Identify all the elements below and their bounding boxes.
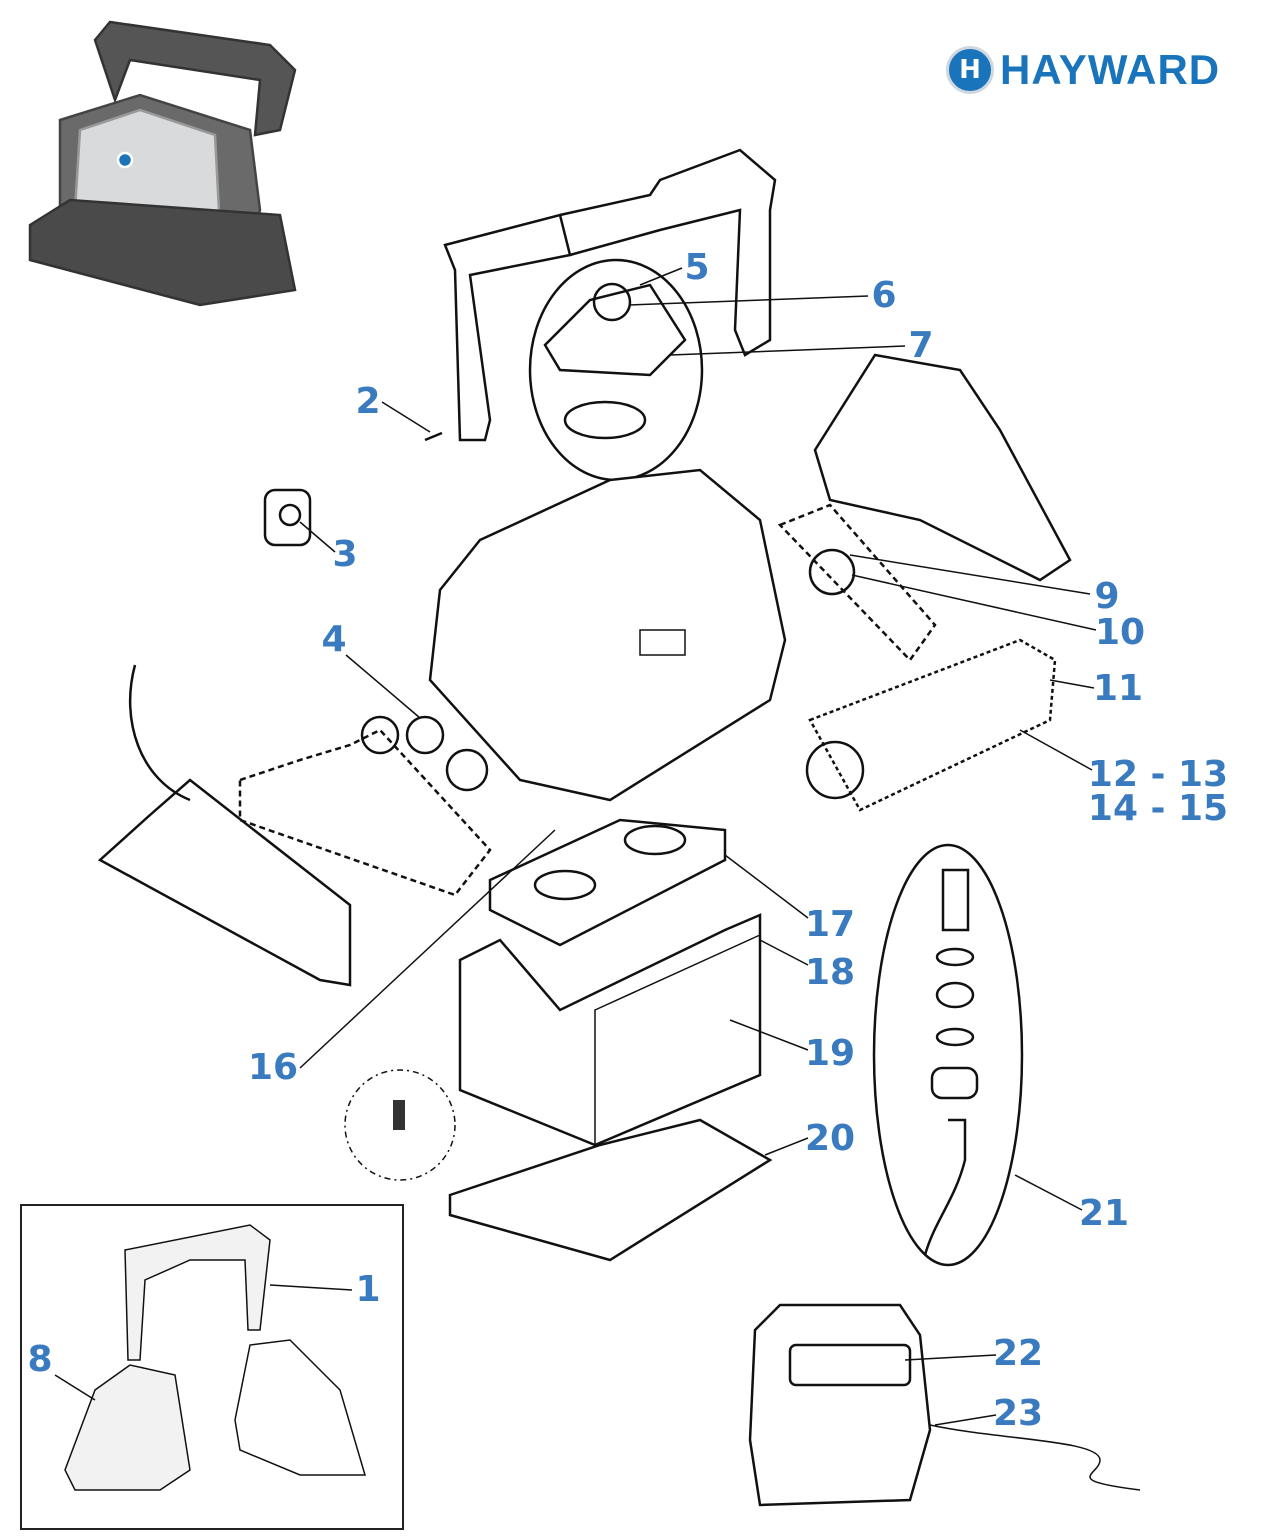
cable-swivel-frame [97,778,352,987]
hayward-h-icon: H [946,46,994,94]
filter-top [488,818,727,947]
cap [592,282,632,322]
inset-handle [124,1224,271,1361]
impeller [563,400,647,440]
side-plate [813,353,1072,582]
hayward-logo: H HAYWARD [946,46,1220,94]
power-cable [128,664,191,802]
part-label-10: 10 [1094,612,1146,653]
part-label-1: 1 [355,1269,381,1310]
part-label-19: 19 [804,1033,856,1074]
part-label-21: 21 [1078,1193,1130,1234]
part-label-7: 7 [908,325,934,366]
brush-roller [808,638,1057,812]
part-label-20: 20 [804,1118,856,1159]
robot-photo [28,20,297,307]
part-label-3: 3 [332,534,358,575]
supply-cable [929,1424,1141,1491]
filter-basket [458,913,762,1147]
top-cover [543,283,687,377]
bearing [808,548,856,596]
part-label-18: 18 [804,952,856,993]
inset-box [20,1204,404,1530]
sleeve [941,868,970,932]
leader-lines [54,267,1097,1426]
inset-cover [64,1364,191,1491]
part-label-11: 11 [1092,668,1144,709]
part-label-4: 4 [321,619,347,660]
part-label-8: 8 [27,1339,53,1380]
motor-body [428,468,787,802]
part-label-9: 9 [1094,576,1120,617]
left-track [238,728,492,897]
part-label-14-15: 14 - 15 [1087,788,1229,829]
connector-kit-circle [872,843,1024,1267]
part-label-22: 22 [992,1333,1044,1374]
inset-side-plate [234,1339,367,1476]
bottom-plate [448,1118,773,1262]
part-label-6: 6 [871,275,897,316]
screw-detail-circle [344,1069,456,1181]
screw [424,431,443,442]
handle [443,148,777,442]
part-label-23: 23 [992,1393,1044,1434]
part-label-16: 16 [247,1047,299,1088]
plug [263,488,312,547]
brand-name: HAYWARD [1000,46,1221,93]
filter-panel [594,933,761,1147]
right-track [777,503,937,662]
part-label-17: 17 [804,904,856,945]
part-label-12-13: 12 - 13 [1087,754,1229,795]
part-label-5: 5 [684,247,710,288]
power-supply [748,1303,932,1507]
part-label-2: 2 [355,381,381,422]
